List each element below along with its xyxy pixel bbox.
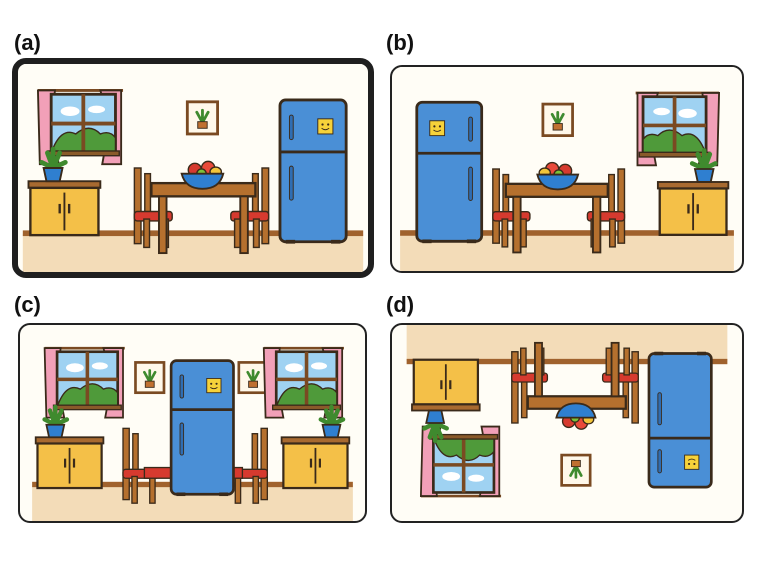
window-icon (52, 350, 122, 411)
kitchen-scene-d (406, 325, 728, 521)
window-icon (429, 433, 499, 494)
panel-b-label: (b) (386, 30, 415, 55)
fruit-bowl-icon (536, 161, 580, 191)
picture-frame-icon (134, 361, 166, 395)
window-icon (638, 95, 711, 158)
cabinet-icon (411, 358, 481, 412)
potted-plant-icon (42, 404, 70, 439)
kitchen-scene-c (32, 325, 353, 521)
picture-frame-icon (237, 361, 269, 395)
kitchen-scene-a (22, 64, 364, 272)
cabinet-icon (34, 436, 105, 490)
potted-plant-icon (689, 148, 718, 183)
fridge-icon (169, 359, 235, 497)
fruit-bowl-icon (555, 402, 597, 430)
picture-frame-icon (560, 453, 592, 487)
panel-a[interactable] (12, 58, 374, 278)
smiley-note-icon (317, 118, 334, 135)
panel-a-label: (a) (14, 30, 41, 55)
table-icon (526, 341, 627, 410)
window-icon (272, 350, 342, 411)
fridge-icon (415, 100, 484, 244)
panel-b[interactable] (390, 65, 744, 273)
cabinet-icon (280, 436, 351, 490)
cabinet-icon (27, 180, 102, 237)
table-icon (150, 181, 257, 255)
window-icon (46, 92, 120, 157)
fridge-icon (278, 98, 348, 244)
potted-plant-icon (39, 146, 68, 183)
fruit-bowl-icon (180, 160, 225, 190)
panel-c[interactable] (18, 323, 367, 523)
potted-plant-icon (422, 409, 449, 444)
picture-frame-icon (541, 102, 574, 138)
panel-c-label: (c) (14, 292, 41, 317)
kitchen-scene-b (400, 67, 734, 271)
fridge-icon (647, 351, 713, 489)
potted-plant-icon (318, 404, 346, 439)
smiley-note-icon (206, 378, 222, 394)
smiley-note-icon (429, 120, 446, 137)
picture-frame-icon (185, 100, 219, 136)
smiley-note-icon (684, 454, 700, 470)
cabinet-icon (656, 181, 730, 236)
panel-d-label: (d) (386, 292, 415, 317)
panel-d[interactable] (390, 323, 744, 523)
